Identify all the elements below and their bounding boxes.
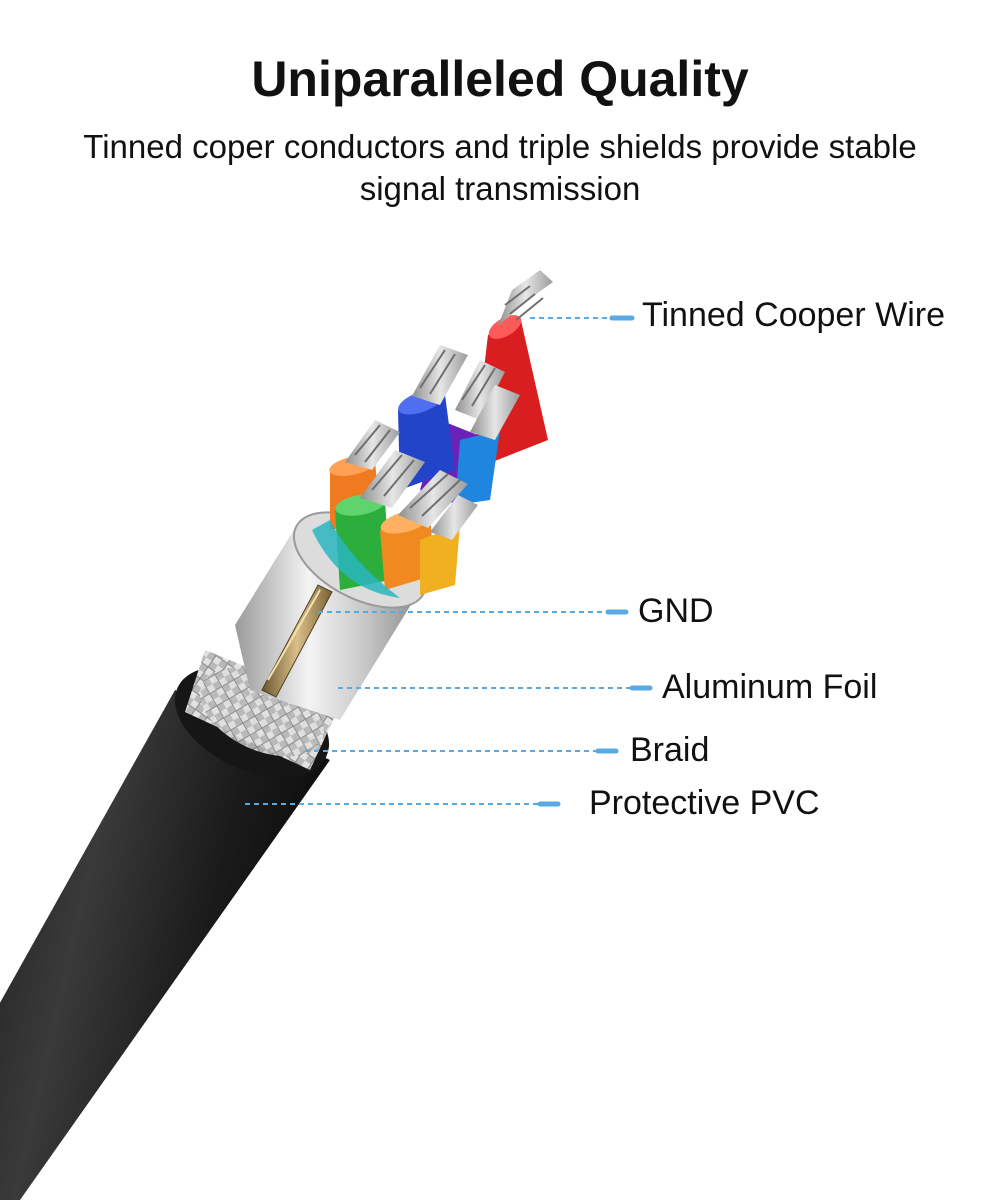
gnd-drain-wire bbox=[261, 584, 333, 698]
callout-label-braid: Braid bbox=[630, 731, 710, 769]
conductor-yellow bbox=[420, 495, 478, 595]
subtitle-line-2: signal transmission bbox=[359, 170, 641, 207]
callout-label-protective-pvc: Protective PVC bbox=[589, 784, 820, 822]
conductor-light-blue bbox=[455, 385, 520, 505]
page-title: Uniparalleled Quality bbox=[251, 51, 749, 107]
callout-label-aluminum-foil: Aluminum Foil bbox=[662, 668, 878, 706]
color-conductors bbox=[312, 270, 553, 598]
page-subtitle: Tinned coper conductors and triple shiel… bbox=[20, 126, 980, 210]
conductor-orange-right bbox=[380, 470, 468, 590]
callout-lines bbox=[245, 315, 653, 807]
callout-label-gnd: GND bbox=[638, 592, 714, 630]
callout-label-tinned-cooper-wire: Tinned Cooper Wire bbox=[642, 296, 945, 334]
subtitle-line-1: Tinned coper conductors and triple shiel… bbox=[83, 128, 917, 165]
